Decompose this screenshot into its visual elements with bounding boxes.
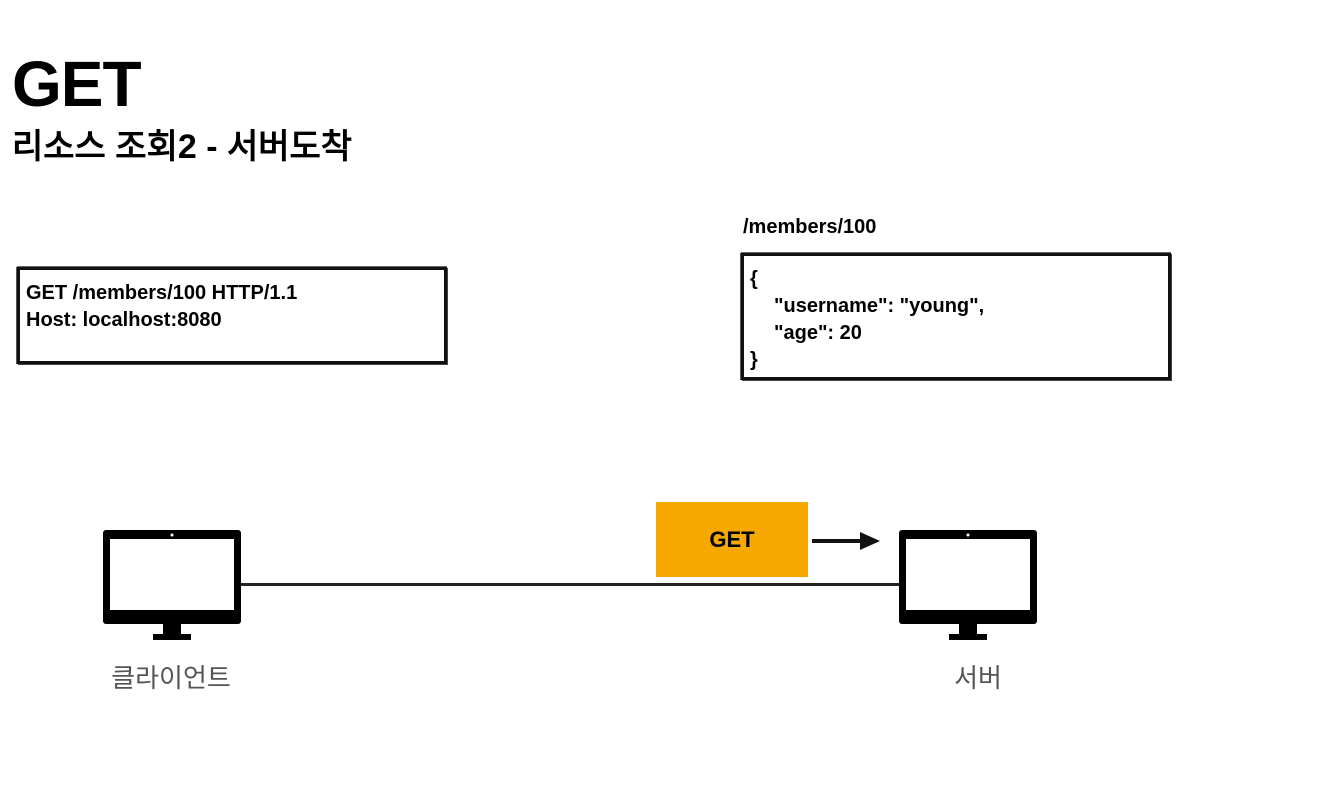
json-open-brace: { bbox=[750, 268, 758, 290]
network-connection-line bbox=[238, 583, 902, 586]
http-request-box: GET /members/100 HTTP/1.1 Host: localhos… bbox=[17, 267, 447, 364]
client-computer-icon bbox=[103, 530, 241, 640]
resource-json-box: { "username": "young", "age": 20 } bbox=[741, 253, 1171, 380]
resource-path-label: /members/100 bbox=[743, 216, 877, 238]
json-username-field: "username": "young", bbox=[774, 295, 985, 317]
client-label: 클라이언트 bbox=[111, 663, 231, 693]
server-label: 서버 bbox=[954, 663, 1002, 693]
get-method-badge: GET bbox=[656, 502, 808, 577]
get-method-label: GET bbox=[709, 526, 755, 552]
page-title: GET bbox=[12, 48, 142, 120]
json-age-field: "age": 20 bbox=[774, 322, 862, 344]
json-close-brace: } bbox=[750, 349, 758, 371]
page-subtitle: 리소스 조회2 - 서버도착 bbox=[12, 128, 353, 166]
request-line: GET /members/100 HTTP/1.1 bbox=[26, 282, 298, 304]
arrow-right-icon bbox=[812, 532, 880, 550]
request-host-header: Host: localhost:8080 bbox=[26, 309, 222, 331]
server-computer-icon bbox=[899, 530, 1037, 640]
